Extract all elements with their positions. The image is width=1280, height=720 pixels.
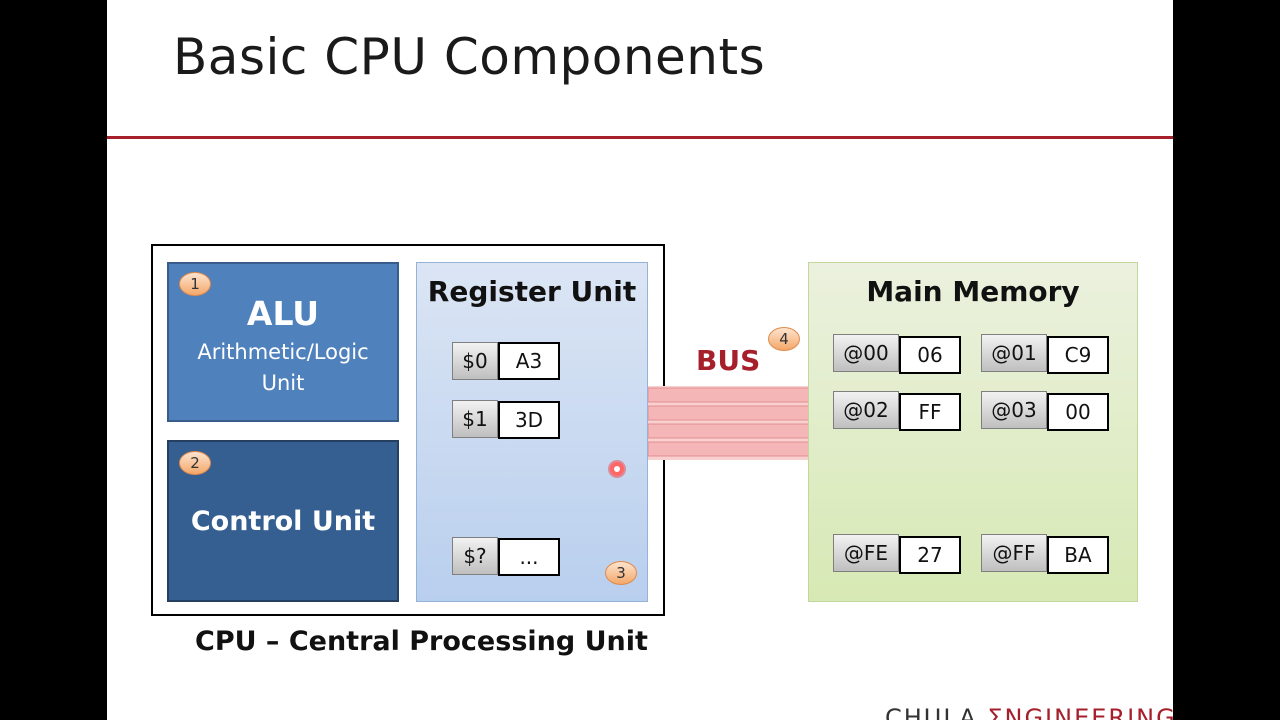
bus-line: [648, 387, 810, 403]
register-unit-number-badge: 3: [605, 561, 637, 585]
memory-value: C9: [1047, 336, 1109, 374]
memory-address: @02: [833, 391, 899, 429]
bus-lines: [648, 386, 810, 460]
alu-subtitle: Arithmetic/Logic Unit: [169, 337, 397, 399]
logo-part1: CHULA: [885, 704, 988, 720]
control-unit-block: Control Unit: [167, 440, 399, 602]
bus-number-badge: 4: [768, 327, 800, 351]
register-value: A3: [498, 342, 560, 380]
memory-value: 27: [899, 536, 961, 574]
slide: Basic CPU Components ALU Arithmetic/Logi…: [107, 0, 1173, 720]
main-memory-title: Main Memory: [866, 275, 1080, 308]
memory-value: 06: [899, 336, 961, 374]
slide-title: Basic CPU Components: [173, 28, 766, 86]
register-name: $0: [452, 342, 498, 380]
memory-address: @01: [981, 334, 1047, 372]
alu-title: ALU: [246, 294, 320, 333]
register-name: $1: [452, 400, 498, 438]
control-unit-number-badge: 2: [179, 451, 211, 475]
register-value: 3D: [498, 401, 560, 439]
memory-address: @FE: [833, 534, 899, 572]
register-name: $?: [452, 537, 498, 575]
memory-value: BA: [1047, 536, 1109, 574]
bus-line: [648, 441, 810, 457]
memory-address: @00: [833, 334, 899, 372]
bus-line: [648, 423, 810, 439]
logo: CHULA ΣNGINEERING: [885, 704, 1173, 720]
bus-label: BUS: [696, 344, 761, 377]
logo-part2: ΣNGINEERING: [987, 704, 1173, 720]
laser-pointer-icon: [610, 462, 624, 476]
register-unit-title: Register Unit: [427, 275, 637, 308]
control-unit-title: Control Unit: [190, 506, 376, 537]
register-value: ...: [498, 538, 560, 576]
alu-subtitle-line1: Arithmetic/Logic: [197, 340, 369, 364]
memory-value: FF: [899, 393, 961, 431]
title-divider: [107, 136, 1173, 139]
alu-number-badge: 1: [179, 272, 211, 296]
cpu-caption: CPU – Central Processing Unit: [195, 626, 648, 657]
memory-address: @FF: [981, 534, 1047, 572]
alu-subtitle-line2: Unit: [261, 371, 305, 395]
memory-value: 00: [1047, 393, 1109, 431]
bus-line: [648, 405, 810, 421]
memory-address: @03: [981, 391, 1047, 429]
